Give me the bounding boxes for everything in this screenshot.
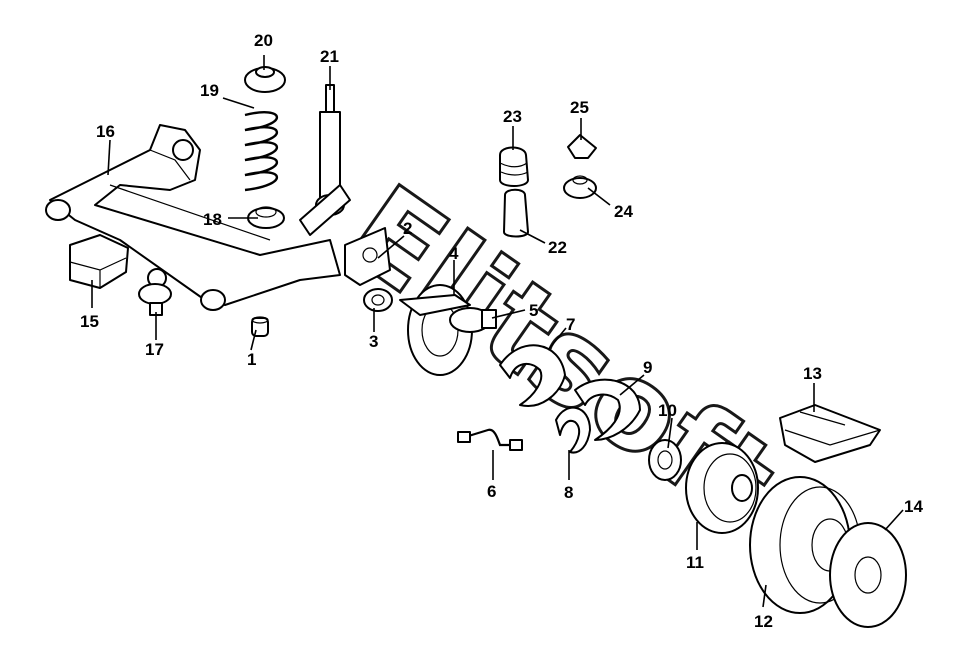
callout-24: 24 — [614, 202, 633, 221]
callout-22: 22 — [548, 238, 567, 257]
part-18-spring-seat[interactable] — [247, 206, 285, 229]
callout-14: 14 — [904, 497, 923, 516]
part-3-bearing[interactable] — [363, 288, 393, 312]
callout-1: 1 — [247, 350, 256, 369]
callout-10: 10 — [658, 401, 677, 420]
part-21-shock-absorber[interactable] — [299, 84, 351, 236]
part-24-mount-base[interactable] — [563, 175, 597, 199]
part-14-hub-cap[interactable] — [829, 522, 907, 628]
part-25-mount-top[interactable] — [567, 134, 597, 159]
callout-3: 3 — [369, 332, 378, 351]
part-11-brake-drum[interactable] — [685, 442, 759, 534]
callout-19: 19 — [200, 81, 219, 100]
part-15-bracket[interactable] — [69, 234, 129, 289]
callout-21: 21 — [320, 47, 339, 66]
part-23-bump-stop[interactable] — [499, 146, 529, 187]
part-2-carrier[interactable] — [344, 227, 391, 286]
part-20-spring-pad[interactable] — [244, 66, 286, 93]
part-5-wheel-cylinder[interactable] — [449, 307, 497, 333]
part-13-tyre-section[interactable] — [779, 404, 881, 463]
callout-16: 16 — [96, 122, 115, 141]
callout-18: 18 — [203, 210, 222, 229]
leader-lines — [91, 55, 904, 608]
callout-8: 8 — [564, 483, 573, 502]
part-9-brake-shoe[interactable] — [574, 378, 641, 441]
callout-labels: 20 19 21 16 18 15 17 1 2 3 4 5 7 9 10 8 … — [80, 31, 923, 631]
part-17-bushing[interactable] — [138, 268, 172, 316]
callout-17: 17 — [145, 340, 164, 359]
callout-5: 5 — [529, 301, 538, 320]
callout-2: 2 — [403, 219, 412, 238]
part-22-dust-boot[interactable] — [503, 188, 529, 238]
callout-15: 15 — [80, 312, 99, 331]
part-7-brake-shoe[interactable] — [499, 344, 566, 407]
callout-6: 6 — [487, 482, 496, 501]
part-6-brake-hose[interactable] — [457, 428, 523, 451]
callout-13: 13 — [803, 364, 822, 383]
part-10-hub[interactable] — [648, 439, 682, 481]
callout-12: 12 — [754, 612, 773, 631]
callout-25: 25 — [570, 98, 589, 117]
callout-9: 9 — [643, 358, 652, 377]
callout-11: 11 — [686, 553, 704, 572]
part-8-brake-shoe[interactable] — [555, 406, 591, 454]
callout-20: 20 — [254, 31, 273, 50]
part-16-axle-beam[interactable] — [45, 124, 341, 311]
callout-4: 4 — [449, 244, 459, 263]
callout-7: 7 — [566, 315, 575, 334]
callout-23: 23 — [503, 107, 522, 126]
part-19-coil-spring[interactable] — [244, 111, 278, 192]
